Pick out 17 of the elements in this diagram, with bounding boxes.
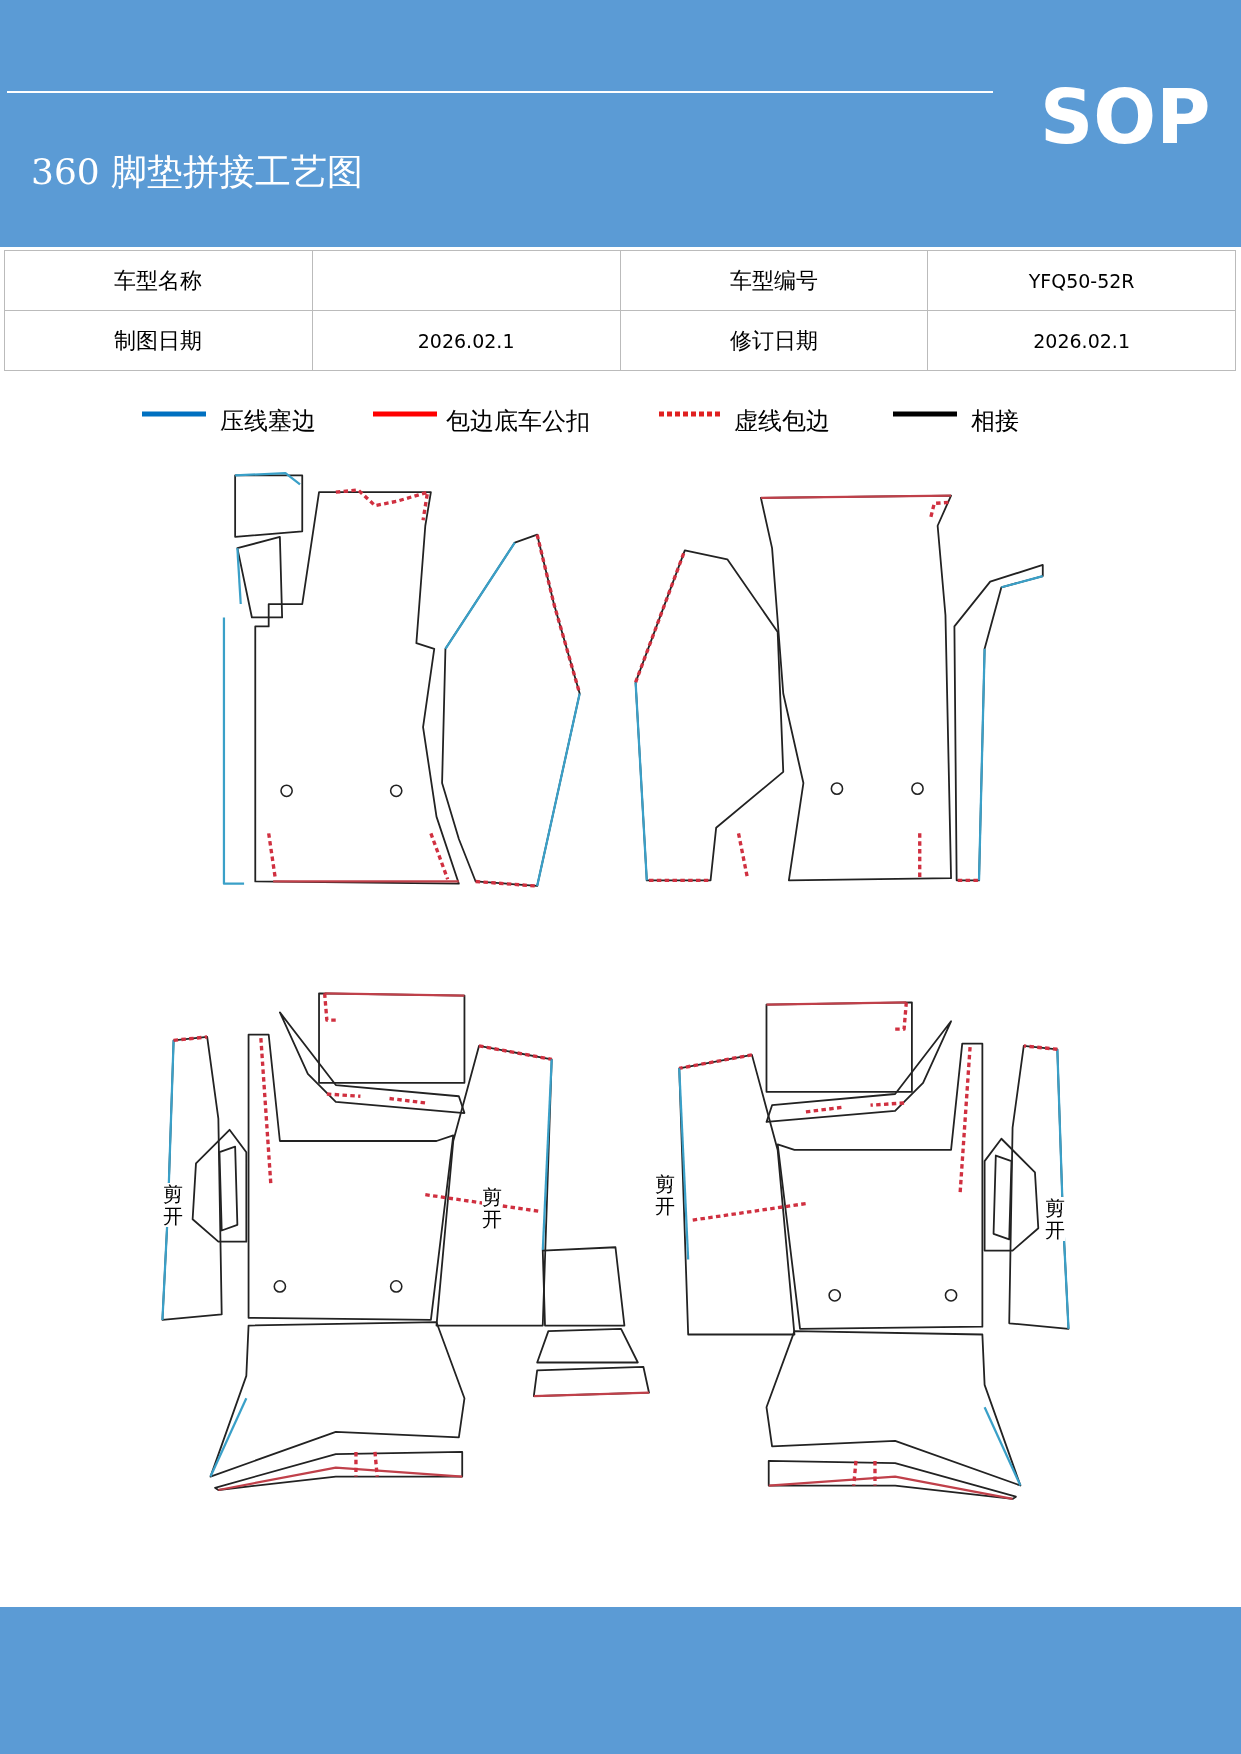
field-value: 2026.02.1 [312,310,620,371]
field-label: 车型名称 [4,250,313,311]
legend-label: 虚线包边 [734,406,830,437]
legend-label: 相接 [971,406,1019,437]
field-label: 车型编号 [620,250,928,311]
page-title: 360 脚垫拼接工艺图 [31,150,364,194]
legend-label: 包边底车公扣 [446,406,590,437]
cut-note: 剪开 [482,1186,502,1230]
cut-note: 剪开 [655,1173,675,1217]
field-value: 2026.02.1 [927,310,1236,371]
legend-label: 压线塞边 [220,406,316,437]
field-label: 修订日期 [620,310,928,371]
field-label: 制图日期 [4,310,313,371]
cut-note: 剪开 [1045,1197,1065,1241]
document-type-label: SOP [1040,74,1211,160]
cut-note: 剪开 [163,1183,183,1227]
field-value: YFQ50-52R [927,250,1236,311]
